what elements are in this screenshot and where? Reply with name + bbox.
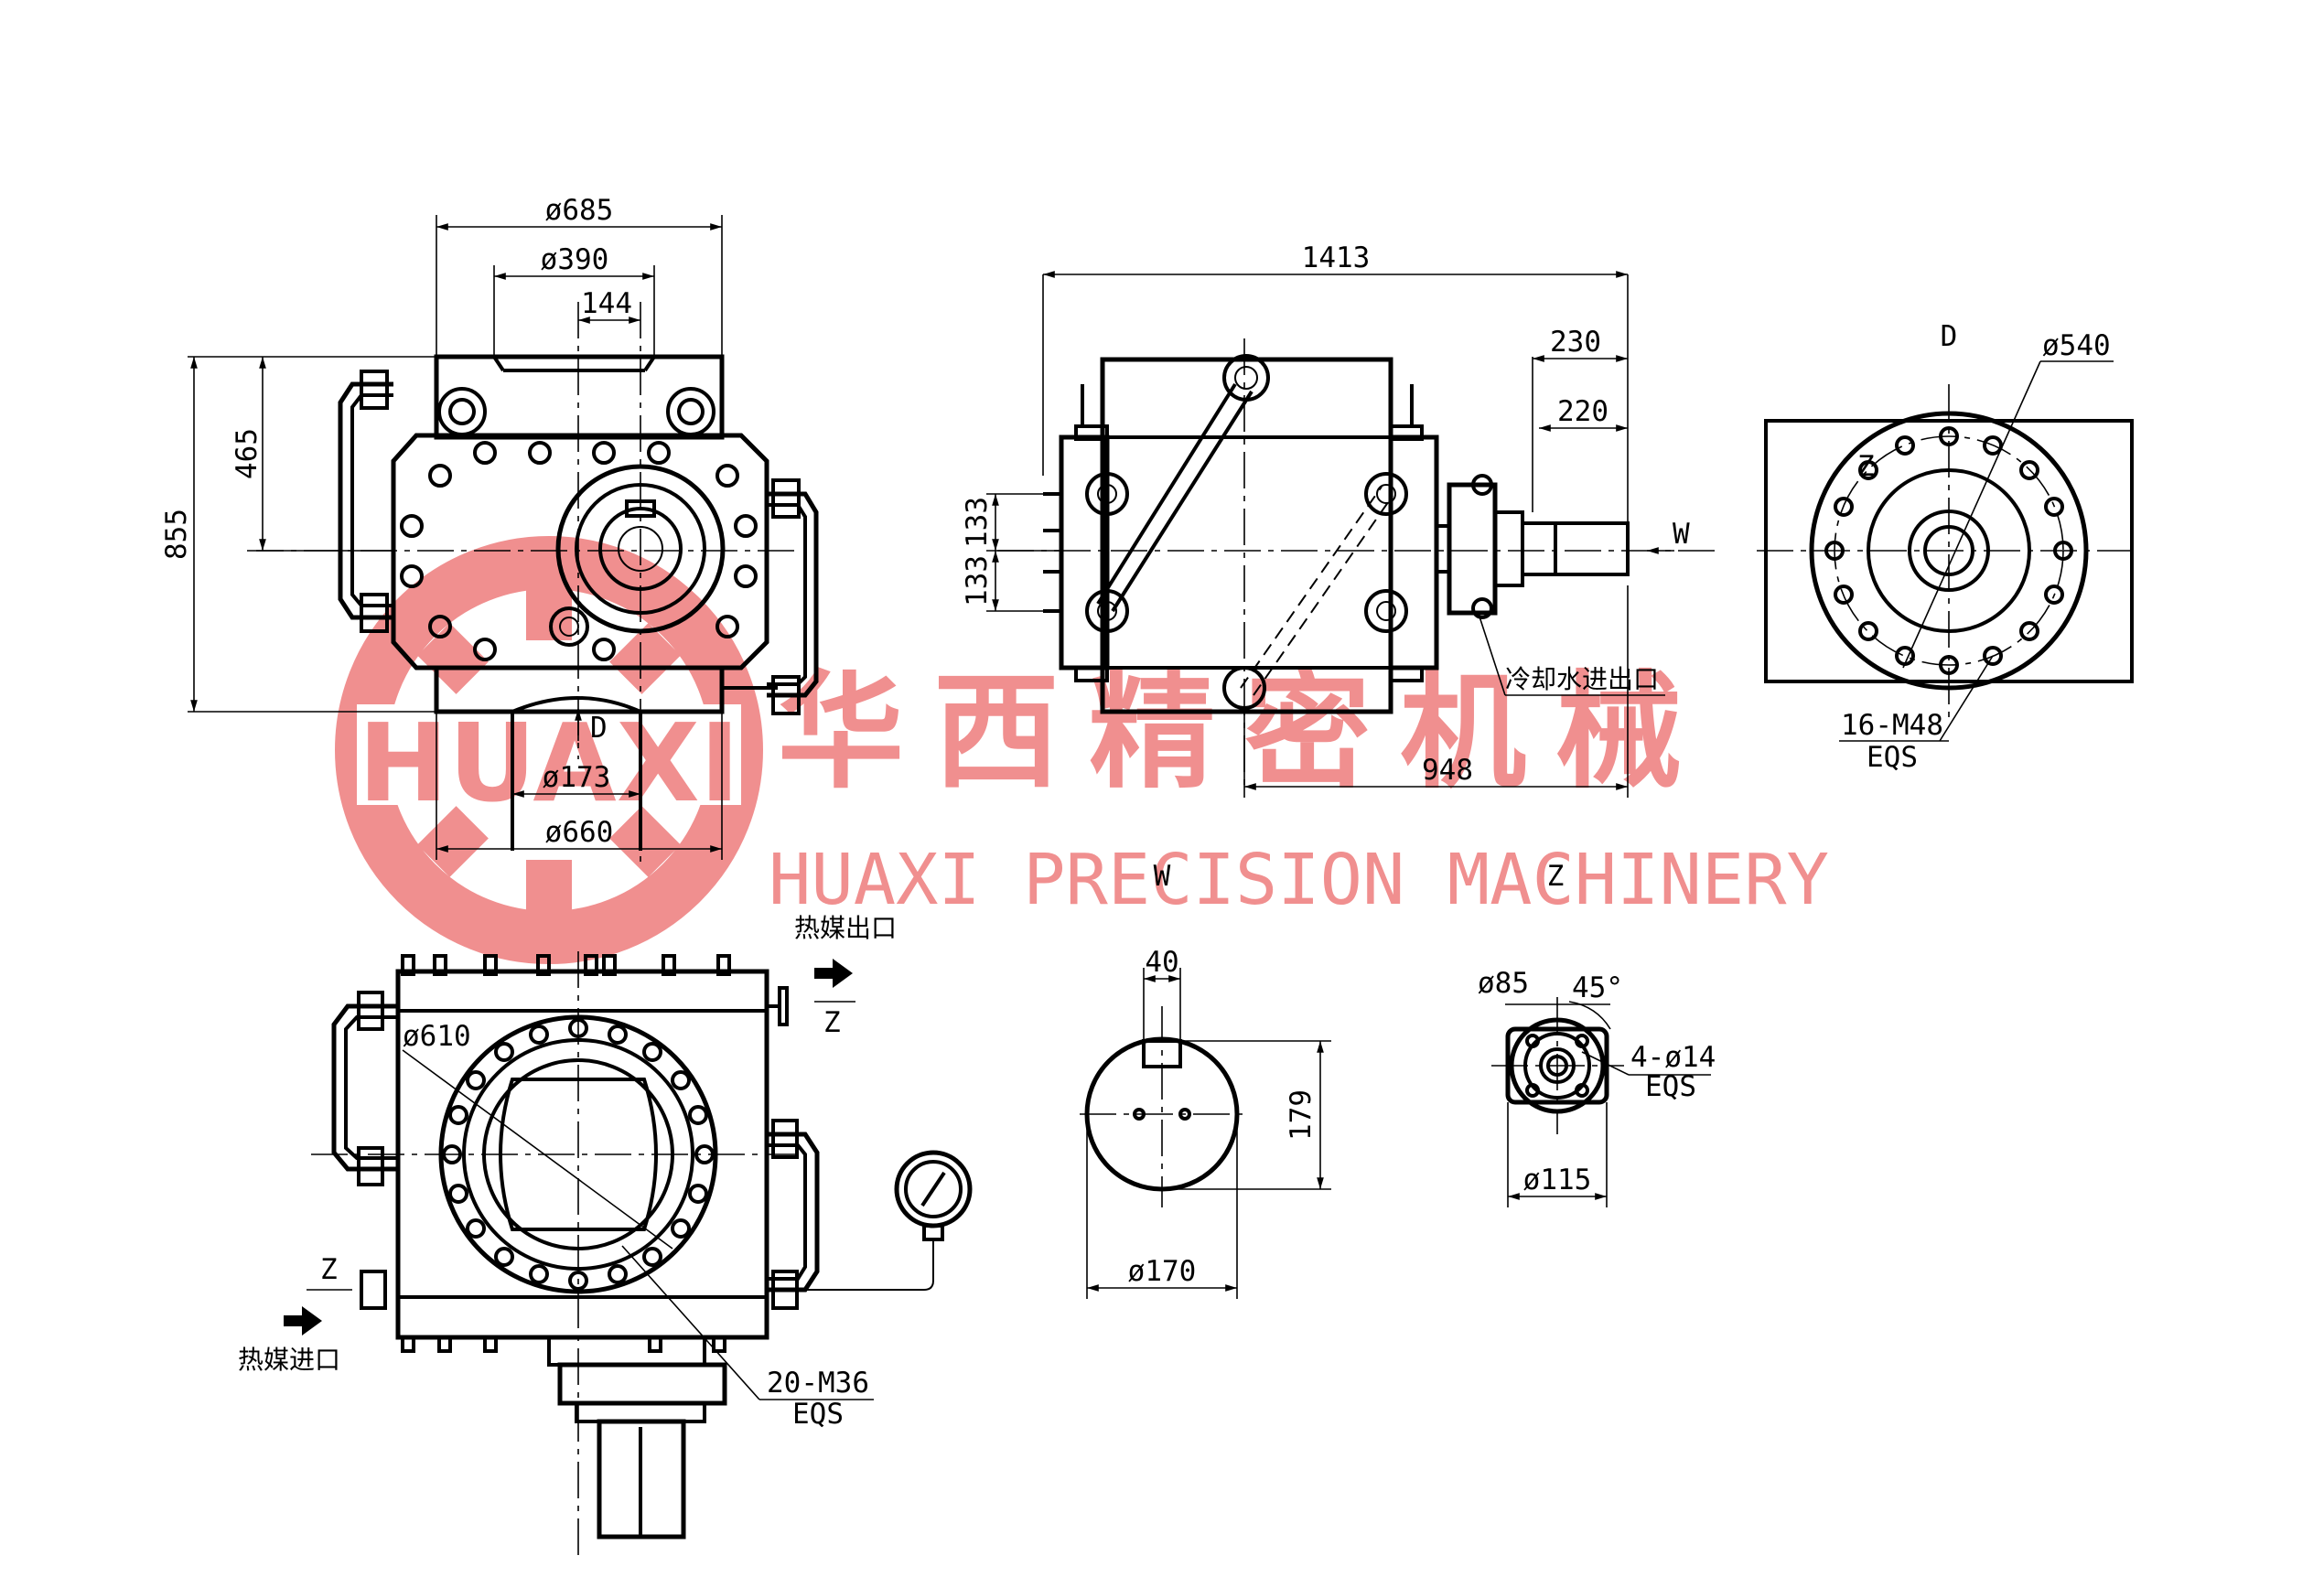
- outlet-label: 热媒出口: [794, 913, 897, 943]
- dim-ext-230: 230: [1550, 326, 1601, 359]
- side-view-mark: W: [1673, 518, 1690, 551]
- dim-pitch-b: 133: [961, 555, 994, 606]
- view-d: D ø540 Z 16-M48 EQS: [1757, 320, 2141, 774]
- front-view-mark: D: [590, 712, 608, 745]
- view-z-outer-dia: ø115: [1523, 1164, 1592, 1196]
- outlet-arrow-icon: [814, 959, 853, 988]
- view-d-mark: Z: [1857, 450, 1875, 483]
- dim-offset: 144: [581, 287, 632, 320]
- outlet-z-mark: Z: [823, 1006, 841, 1039]
- view-w-height: 179: [1285, 1089, 1318, 1141]
- dim-overall-length: 1413: [1302, 241, 1371, 274]
- view-d-bolts: 16-M48: [1841, 709, 1943, 742]
- view-z-angle: 45°: [1572, 971, 1623, 1004]
- dim-ext-220: 220: [1557, 395, 1609, 428]
- view-z-title: Z: [1547, 860, 1565, 893]
- dim-shaft-dia: ø173: [543, 761, 611, 794]
- dim-flange-dia: ø660: [545, 816, 614, 849]
- view-d-eqs: EQS: [1867, 741, 1918, 774]
- dim-bore-dia: ø390: [541, 243, 609, 276]
- watermark-company-cn: 华西精密机械: [778, 657, 1711, 806]
- dim-body-length: 948: [1422, 754, 1473, 787]
- front-view: ø685 ø390 144 465 855 D ø173 ø660: [160, 194, 819, 869]
- dim-pitch-a: 133: [961, 497, 994, 548]
- view-z-inner-dia: ø85: [1478, 967, 1529, 1000]
- view-z-eqs: EQS: [1645, 1070, 1696, 1103]
- view-z: Z ø85 45° 4-ø14 EQS ø115: [1478, 860, 1716, 1207]
- bottom-view-flange-dia: ø610: [403, 1020, 471, 1053]
- dim-height-half: 465: [231, 428, 264, 479]
- dim-height-total: 855: [160, 509, 193, 560]
- view-z-holes: 4-ø14: [1630, 1041, 1716, 1074]
- watermark: HUAXI 华西精密机械 HUAXI PRECISION MACHINERY: [335, 536, 1829, 964]
- view-w-dia: ø170: [1128, 1255, 1197, 1288]
- note-cooling-water: 冷却水进出口: [1505, 664, 1659, 694]
- gear-logo-icon: [335, 536, 763, 964]
- dim-overall-dia: ø685: [545, 194, 614, 227]
- inlet-arrow-icon: [284, 1306, 322, 1336]
- view-w: W 40 179 ø170: [1080, 860, 1331, 1299]
- bottom-view-bolts: 20-M36: [767, 1367, 869, 1400]
- view-d-bolt-circle: ø540: [2042, 329, 2111, 362]
- bottom-view-bolt-pattern: [442, 1018, 715, 1291]
- inlet-label: 热媒进口: [238, 1345, 340, 1375]
- watermark-logo-text: HUAXI: [358, 700, 739, 826]
- view-w-key-width: 40: [1145, 946, 1178, 979]
- view-w-title: W: [1154, 860, 1171, 893]
- view-d-title: D: [1941, 320, 1958, 353]
- side-view: 1413 230 220 133 133 948 W 冷却水进出口: [961, 241, 1720, 798]
- bottom-view: ø610 20-M36 EQS 热媒出口 Z Z 热媒进口: [238, 913, 973, 1555]
- watermark-company-en: HUAXI PRECISION MACHINERY: [769, 840, 1829, 921]
- bottom-view-eqs: EQS: [792, 1398, 844, 1431]
- inlet-z-mark: Z: [320, 1253, 338, 1286]
